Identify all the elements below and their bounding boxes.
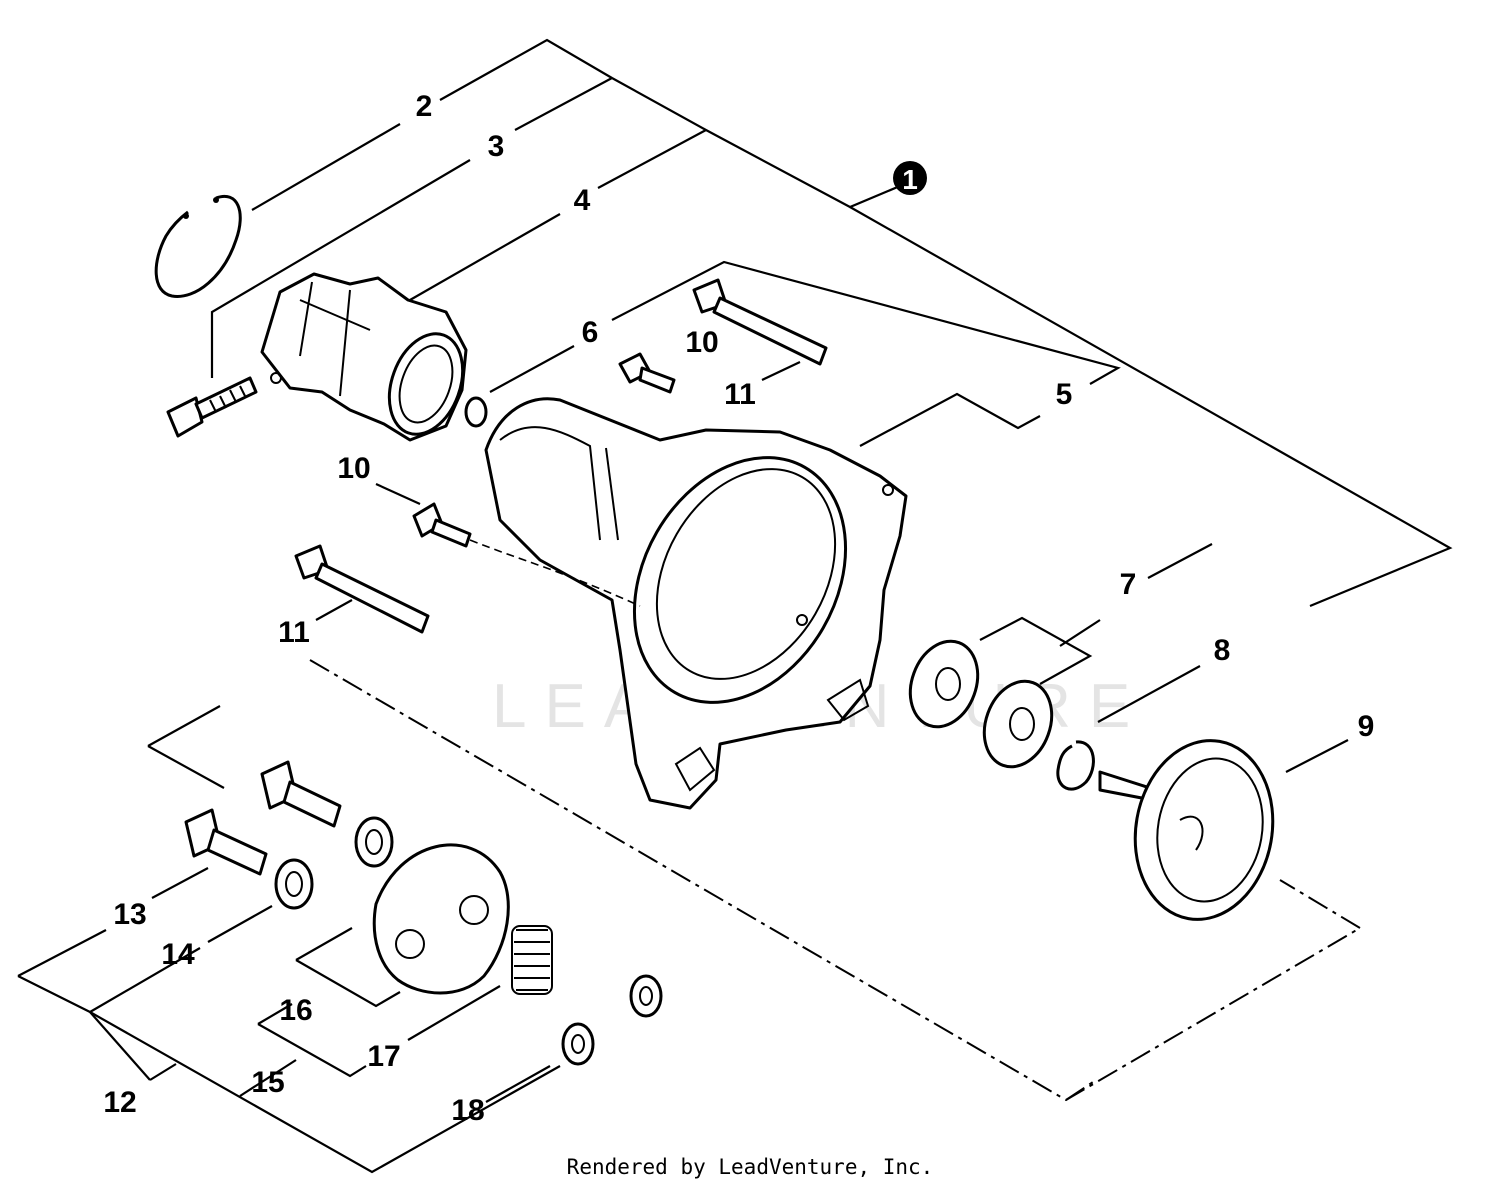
washer-part (274, 816, 394, 910)
callout-3: 3 (488, 130, 505, 163)
snap-ring-part (154, 194, 242, 298)
o-ring-part (464, 396, 488, 428)
callout-9: 9 (1358, 710, 1375, 743)
leader-lines (17, 38, 1453, 1174)
callout-8: 8 (1214, 634, 1231, 667)
clutch-spring-part (511, 925, 553, 995)
small-screw-top-part (618, 352, 676, 394)
callout-14: 14 (161, 938, 195, 971)
footer-credit: Rendered by LeadVenture, Inc. (567, 1155, 934, 1179)
callout-7: 7 (1120, 568, 1137, 601)
housing-bolt-part (166, 376, 258, 438)
callout-2: 2 (416, 90, 433, 123)
callout-11-top: 11 (724, 378, 756, 411)
callout-10-left: 10 (337, 452, 370, 485)
snap-ring-small-part (1056, 740, 1095, 791)
callout-10-top: 10 (685, 326, 718, 359)
clutch-shoe-part (372, 843, 510, 995)
callout-6: 6 (582, 316, 599, 349)
callout-13: 13 (113, 898, 146, 931)
long-bolt-left-part (294, 544, 430, 634)
shoulder-bolt-part (184, 760, 342, 876)
callout-5: 5 (1056, 378, 1073, 411)
callout-1-badge (893, 161, 927, 195)
small-screw-left-part (412, 502, 472, 548)
dashed-leader (469, 539, 641, 607)
callout-1: 1 (902, 164, 918, 195)
long-bolt-top-part (692, 278, 828, 366)
callout-16: 16 (279, 994, 312, 1027)
callout-4: 4 (574, 184, 591, 217)
callout-17: 17 (367, 1040, 400, 1073)
gear-case-housing-part (484, 397, 908, 810)
callout-11-left: 11 (278, 616, 310, 649)
clutch-drum-part (1098, 739, 1275, 921)
clutch-adapter-part (260, 272, 468, 442)
bearing-pair-part (908, 639, 1054, 769)
callout-18: 18 (451, 1094, 484, 1127)
small-washer-part (561, 974, 663, 1066)
callout-15: 15 (251, 1066, 284, 1099)
callout-12: 12 (103, 1086, 136, 1119)
